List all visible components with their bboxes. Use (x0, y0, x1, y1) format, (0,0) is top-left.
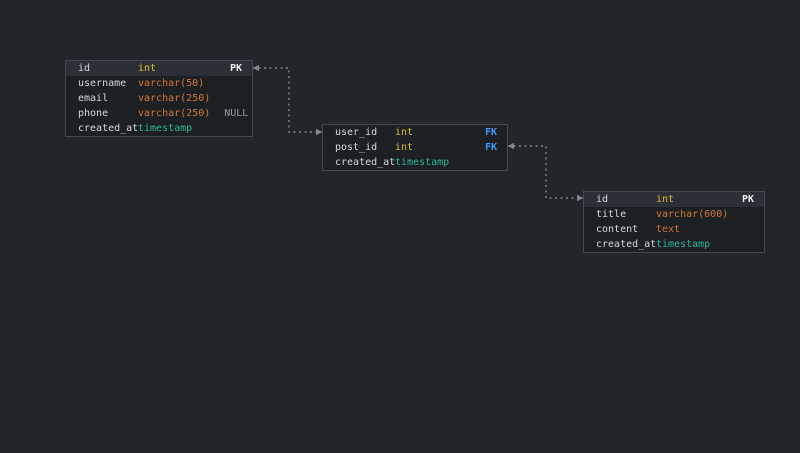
arrowhead (316, 128, 322, 136)
nullable-badge: NULL (224, 108, 249, 119)
arrowhead (577, 194, 583, 202)
column-type: varchar(250) (138, 108, 211, 119)
column-name: post_id (335, 142, 378, 153)
column-type: timestamp (395, 157, 450, 168)
column-row[interactable]: title varchar(600) (584, 207, 764, 222)
column-type: int (395, 142, 414, 153)
column-name: phone (78, 108, 109, 119)
column-row[interactable]: id int PK (584, 192, 764, 207)
column-name: id (596, 194, 609, 205)
column-type: varchar(600) (656, 209, 729, 220)
foreign-key-badge: FK (484, 142, 497, 153)
column-type: int (395, 127, 414, 138)
column-type: text (656, 224, 681, 235)
column-row[interactable]: username varchar(50) (66, 76, 252, 91)
arrowhead (508, 142, 514, 150)
column-name: created_at (78, 123, 139, 134)
column-name: created_at (596, 239, 657, 250)
foreign-key-badge: FK (484, 127, 497, 138)
column-row[interactable]: post_id int FK (323, 140, 507, 155)
column-name: id (78, 63, 91, 74)
column-type: int (656, 194, 675, 205)
relationship-line[interactable] (508, 145, 583, 199)
column-name: created_at (335, 157, 396, 168)
primary-key-badge: PK (229, 63, 242, 74)
primary-key-badge: PK (741, 194, 754, 205)
column-type: varchar(50) (138, 78, 205, 89)
column-type: varchar(250) (138, 93, 211, 104)
column-name: content (596, 224, 639, 235)
column-name: email (78, 93, 109, 104)
column-name: title (596, 209, 627, 220)
column-name: username (78, 78, 127, 89)
table-3[interactable]: id int PK title varchar(600) content text creat… (583, 191, 765, 253)
column-row[interactable]: email varchar(250) (66, 91, 252, 106)
column-type: timestamp (138, 123, 193, 134)
table-1[interactable]: id int PK username varchar(50) email varchar(2… (65, 60, 253, 137)
arrowhead (253, 64, 259, 72)
column-row[interactable]: phone varchar(250) NULL (66, 106, 252, 121)
column-row[interactable]: content text (584, 222, 764, 237)
column-row[interactable]: user_id int FK (323, 125, 507, 140)
column-type: int (138, 63, 157, 74)
column-name: user_id (335, 127, 378, 138)
relationship-line[interactable] (253, 67, 322, 133)
column-type: timestamp (656, 239, 711, 250)
column-row[interactable]: id int PK (66, 61, 252, 76)
